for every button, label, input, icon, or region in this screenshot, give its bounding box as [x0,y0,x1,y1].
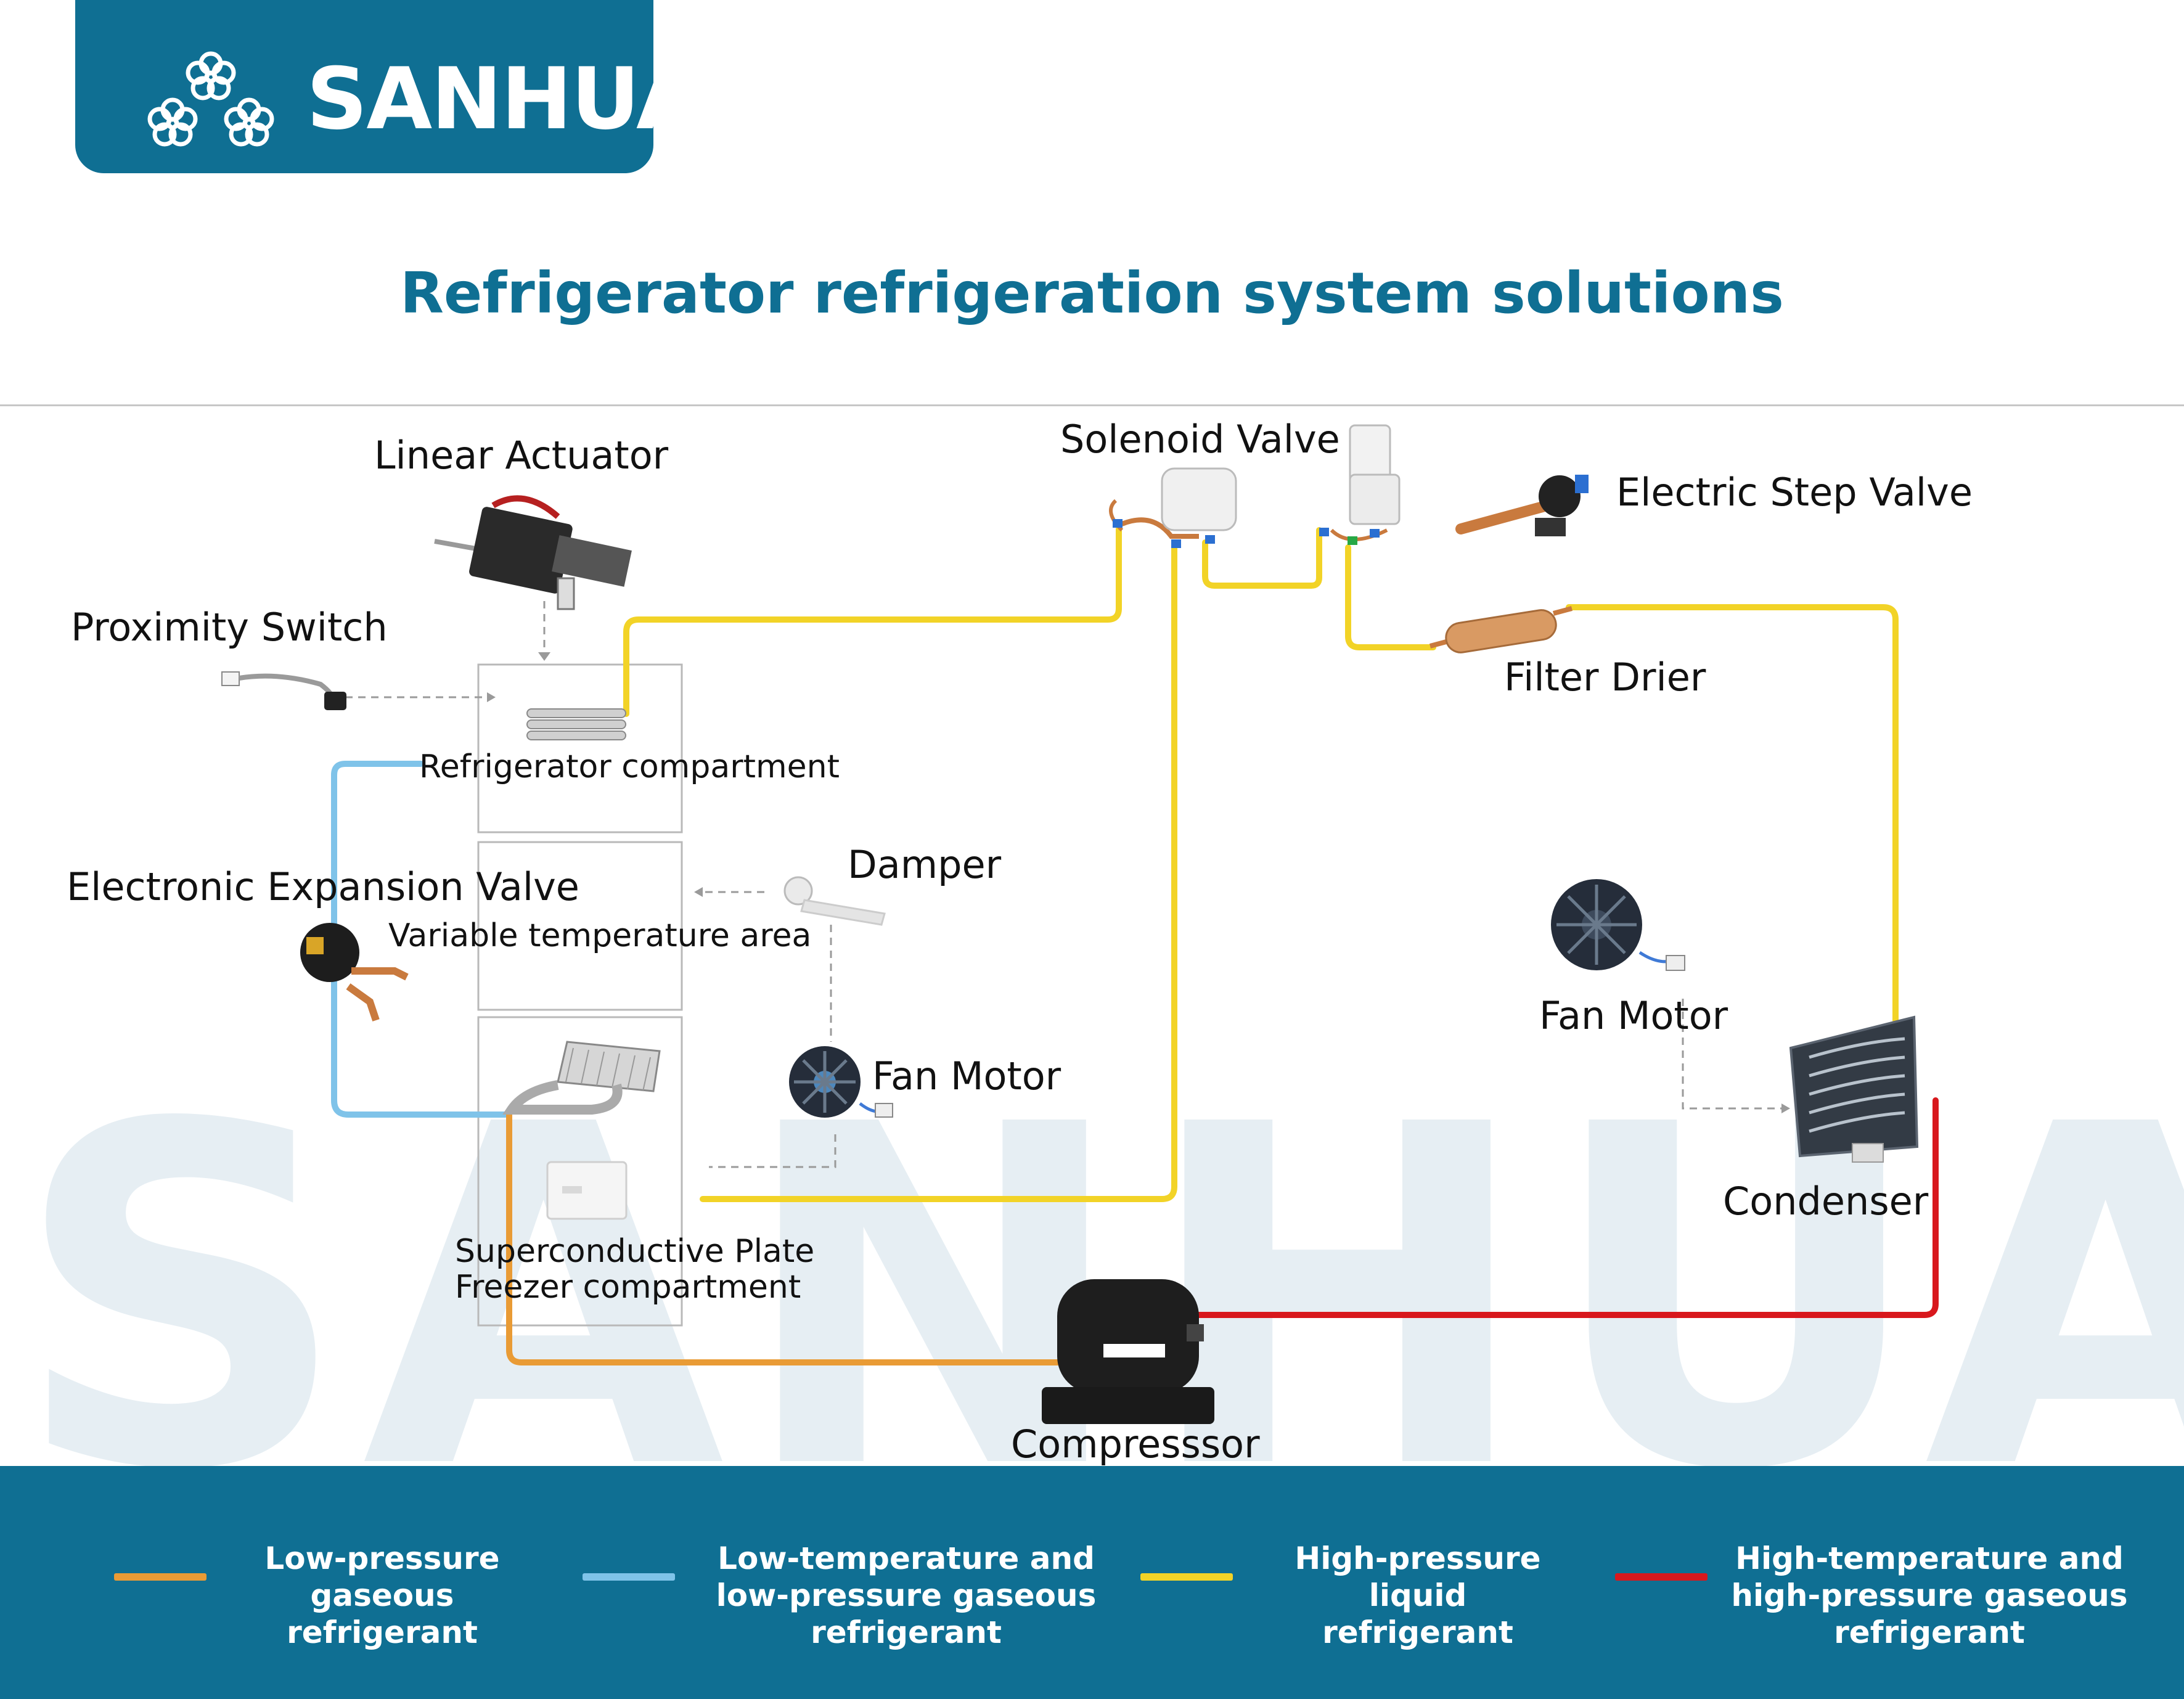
damper-label: Damper [848,842,1002,887]
proximity-switch-icon [221,671,346,710]
refrigerator-compartment-box [477,663,683,833]
compressor-icon [1042,1279,1214,1424]
legend-text-line1: Low-temperature and [718,1541,1095,1576]
legend-text-line1: High-temperature and [1735,1541,2124,1576]
refrigerator-compartment-label: Refrigerator compartment [419,748,840,785]
fan-motor-left-arrow [709,1134,836,1168]
condenser-label: Condenser [1723,1179,1929,1224]
legend-swatch-low-pressure [114,1573,207,1581]
solenoid-valve-icon [1109,424,1401,548]
fan-motor-right-icon [1551,879,1685,971]
legend-swatch-low-temp [583,1573,675,1581]
divider [0,404,2184,406]
fan-motor-left-icon [789,1046,893,1118]
pipe-low-pressure [506,1112,1063,1365]
legend-item-low-pressure: Low-pressure gaseous refrigerant [210,1540,555,1651]
filter-drier-label: Filter Drier [1504,655,1706,700]
flower-logo-icon [147,51,274,147]
damper-icon [783,876,886,926]
freezer-compartment-label: Freezer compartment [455,1269,801,1306]
compressor-label: Compresssor [1011,1422,1260,1467]
legend: Low-pressure gaseous refrigerant Low-tem… [0,1466,2184,1699]
legend-text-line1: Low-pressure gaseous [264,1541,500,1613]
legend-item-high-pressure-liquid: High-pressure liquid refrigerant [1245,1540,1590,1651]
freezer-compartment-box [477,1016,683,1327]
page-title: Refrigerator refrigeration system soluti… [400,260,1784,326]
brand-name: SANHUA [306,49,702,149]
fan-motor-right-arrow [1682,999,1781,1110]
electronic-expansion-valve-label: Electronic Expansion Valve [67,864,579,909]
freezer-evaporator-icon [502,1041,661,1115]
legend-text-line2: refrigerant [287,1615,478,1650]
pipe-high-temp [1190,1097,1939,1318]
variable-temperature-box [477,841,683,1011]
legend-text-line2: low-pressure gaseous refrigerant [716,1578,1097,1650]
solenoid-valve-label: Solenoid Valve [1060,417,1340,462]
electronic-expansion-valve-icon [300,923,409,1021]
linear-actuator-icon [434,495,632,610]
legend-item-high-temp: High-temperature and high-pressure gaseo… [1677,1540,2182,1651]
proximity-switch-label: Proximity Switch [71,605,388,650]
electric-step-valve-icon [1455,475,1589,536]
refrigerator-evaporator-icon [526,708,626,740]
condenser-icon [1789,1015,1919,1163]
superconductive-plate-label: Superconductive Plate [455,1233,815,1270]
electric-step-valve-label: Electric Step Valve [1616,470,1973,515]
fan-motor-left-label: Fan Motor [872,1054,1061,1099]
variable-temperature-area-label: Variable temperature area [388,917,812,954]
legend-text-line2: refrigerant [1322,1615,1513,1650]
legend-item-low-temp: Low-temperature and low-pressure gaseous… [653,1540,1159,1651]
pipe-high-pressure-liquid [623,526,1899,1202]
brand-logo: SANHUA [75,0,702,173]
legend-text-line1: High-pressure liquid [1294,1541,1541,1613]
fan-motor-right-label: Fan Motor [1539,993,1728,1038]
filter-drier-icon [1429,606,1573,653]
legend-swatch-high-pressure-liquid [1140,1573,1233,1581]
superconductive-plate-icon [546,1161,628,1220]
legend-swatch-high-temp [1615,1573,1708,1581]
linear-actuator-label: Linear Actuator [374,433,669,478]
legend-text-line2: high-pressure gaseous refrigerant [1731,1578,2128,1650]
